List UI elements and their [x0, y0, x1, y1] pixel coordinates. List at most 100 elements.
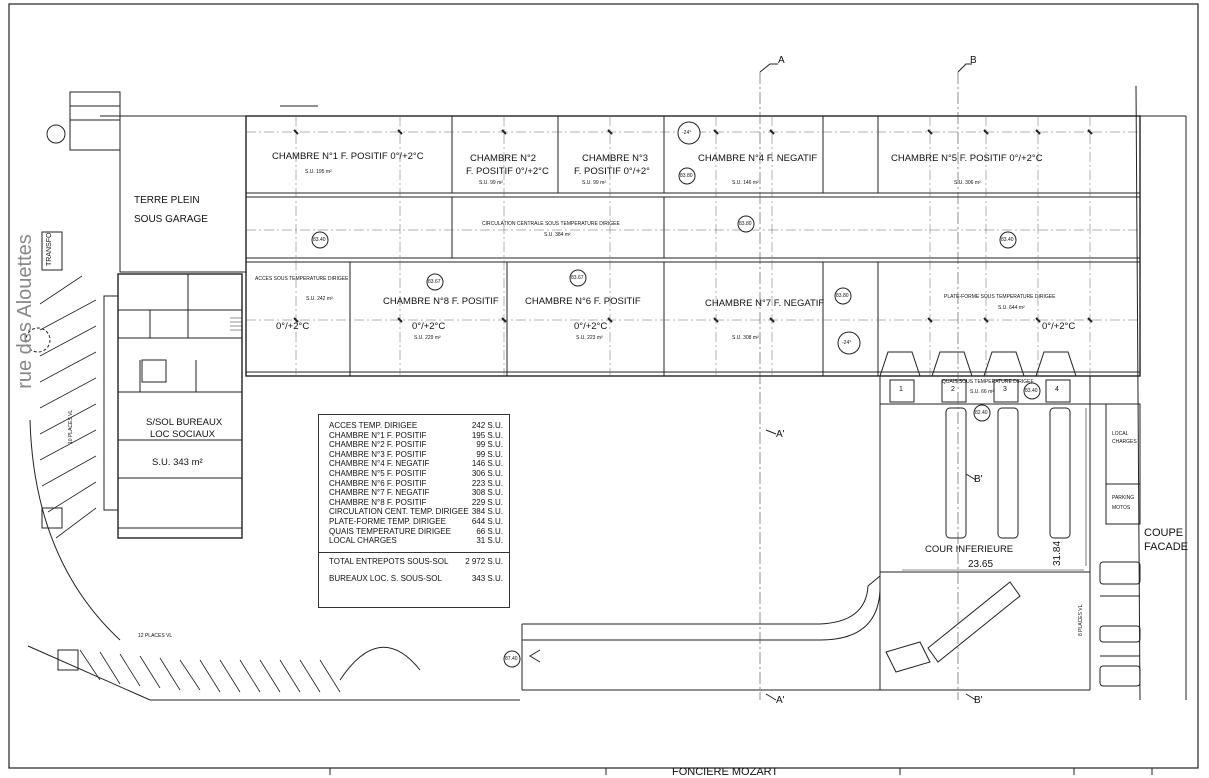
- dock-4: 4: [1055, 386, 1059, 393]
- badge-3: 83.80: [680, 173, 693, 179]
- summary-row-value: 31 S.U.: [476, 536, 503, 546]
- summary-row-label: CHAMBRE N°1 F. POSITIF: [329, 430, 427, 440]
- summary-row-label: CHAMBRE N°2 F. POSITIF: [329, 440, 427, 450]
- terre-plein-label-2: SOUS GARAGE: [134, 214, 208, 225]
- summary-bureaux-value: 343 S.U.: [471, 574, 503, 584]
- acces-temp: 0°/+2°C: [276, 321, 310, 332]
- summary-row: ACCES TEMP. DIRIGEE 242 S.U.: [319, 421, 509, 431]
- summary-row-label: CHAMBRE N°5 F. POSITIF: [329, 468, 427, 478]
- street-name: rue des Alouettes: [13, 234, 36, 389]
- dock-2: 2: [951, 386, 955, 393]
- room-ch3-name1: CHAMBRE N°3: [582, 153, 649, 164]
- summary-row: CHAMBRE N°1 F. POSITIF 195 S.U.: [319, 431, 509, 441]
- local-charges-1: LOCAL: [1112, 431, 1129, 437]
- badge-2: -24°: [842, 340, 852, 346]
- bureaux-name-1: S/SOL BUREAUX: [146, 417, 223, 428]
- summary-row-label: CHAMBRE N°7 F. NEGATIF: [329, 488, 430, 498]
- summary-row-label: QUAIS TEMPERATURE DIRIGEE: [329, 526, 451, 536]
- summary-row-label: CHAMBRE N°6 F. POSITIF: [329, 478, 427, 488]
- summary-row-label: CIRCULATION CENT. TEMP. DIRIGEE: [329, 507, 469, 517]
- badge-12: 87.40: [505, 656, 518, 662]
- summary-row-value: 99 S.U.: [476, 440, 503, 450]
- coupe-label: COUPE: [1144, 527, 1184, 539]
- quais-name: QUAIS SOUS TEMPERATURE DIRIGEE: [942, 379, 1034, 385]
- summary-row: CHAMBRE N°5 F. POSITIF 306 S.U.: [319, 469, 509, 479]
- circulation-name: CIRCULATION CENTRALE SOUS TEMPERATURE DI…: [482, 221, 620, 227]
- room-ch6-area: S.U. 223 m²: [576, 335, 603, 341]
- acces-name: ACCES SOUS TEMPERATURE DIRIGEE: [255, 276, 349, 282]
- plateforme-name: PLATE-FORME SOUS TEMPERATURE DIRIGEE: [944, 294, 1056, 300]
- parking-motos-2: MOTOS: [1112, 505, 1131, 511]
- summary-row-label: ACCES TEMP. DIRIGEE: [329, 421, 418, 430]
- room-ch5-name: CHAMBRE N°5 F. POSITIF 0°/+2°C: [891, 153, 1043, 164]
- section-b-bottom: B': [974, 695, 983, 706]
- badge-5: 83.67: [428, 279, 441, 285]
- room-ch1-area: S.U. 195 m²: [305, 169, 332, 175]
- summary-row: CHAMBRE N°2 F. POSITIF 99 S.U.: [319, 440, 509, 450]
- summary-row: PLATE-FORME TEMP. DIRIGEE 644 S.U.: [319, 517, 509, 527]
- badge-7: 83.80: [739, 221, 752, 227]
- summary-row-value: 66 S.U.: [476, 526, 503, 536]
- room-ch8-name: CHAMBRE N°8 F. POSITIF: [383, 296, 499, 307]
- badge-4: 83.40: [313, 237, 326, 243]
- badge-6: 83.67: [571, 275, 584, 281]
- circulation-area: S.U. 384 m²: [544, 232, 571, 238]
- plateforme-area: S.U. 644 m²: [998, 305, 1025, 311]
- plateforme-temp: 0°/+2°C: [1042, 321, 1076, 332]
- dock-3: 3: [1003, 386, 1007, 393]
- title-block-owner: FONCIERE MOZART: [672, 766, 779, 778]
- room-ch2-area: S.U. 99 m²: [479, 180, 503, 186]
- room-ch1-name: CHAMBRE N°1 F. POSITIF 0°/+2°C: [272, 151, 424, 162]
- room-ch7-name: CHAMBRE N°7 F. NEGATIF: [705, 298, 825, 309]
- section-a-mid: A': [776, 429, 785, 440]
- dock-1: 1: [899, 386, 903, 393]
- dimension-width: 23.65: [968, 559, 994, 570]
- summary-total-label: TOTAL ENTREPOTS SOUS-SOL: [329, 556, 449, 566]
- summary-row-label: CHAMBRE N°8 F. POSITIF: [329, 497, 427, 507]
- summary-row: LOCAL CHARGES 31 S.U.: [319, 536, 509, 546]
- room-ch8-area: S.U. 229 m²: [414, 335, 441, 341]
- room-ch4-area: S.U. 146 m²: [732, 180, 759, 186]
- summary-row-value: 306 S.U.: [471, 468, 503, 478]
- room-ch4-name: CHAMBRE N°4 F. NEGATIF: [698, 153, 818, 164]
- parking-right-label: 8 PLACES VL: [1078, 604, 1084, 636]
- bureaux-name-2: LOC SOCIAUX: [150, 429, 215, 440]
- summary-row-value: 644 S.U.: [471, 516, 503, 526]
- summary-row-value: 384 S.U.: [471, 507, 503, 517]
- summary-row-label: PLATE-FORME TEMP. DIRIGEE: [329, 516, 446, 526]
- room-ch6-temp: 0°/+2°C: [574, 321, 608, 332]
- summary-row: CHAMBRE N°8 F. POSITIF 229 S.U.: [319, 498, 509, 508]
- parking-motos-1: PARKING: [1112, 495, 1135, 501]
- terre-plein-label-1: TERRE PLEIN: [134, 195, 200, 206]
- summary-row-value: 242 S.U.: [471, 421, 503, 430]
- section-a-bottom: A': [776, 695, 785, 706]
- room-ch8-temp: 0°/+2°C: [412, 321, 446, 332]
- summary-row-label: CHAMBRE N°3 F. POSITIF: [329, 449, 427, 459]
- room-ch3-name2: F. POSITIF 0°/+2°: [574, 166, 650, 177]
- summary-total-value: 2 972 S.U.: [465, 556, 503, 566]
- summary-row-value: 229 S.U.: [471, 497, 503, 507]
- section-b-mid: B': [974, 474, 983, 485]
- badge-9: 83.80: [836, 293, 849, 299]
- section-a-top: A: [778, 55, 785, 66]
- local-charges-2: CHARGES: [1112, 439, 1137, 445]
- badge-1: -24°: [682, 130, 692, 136]
- acces-area: S.U. 242 m²: [306, 296, 333, 302]
- badge-11: 82.40: [975, 410, 988, 416]
- room-ch2-name2: F. POSITIF 0°/+2°C: [466, 166, 549, 177]
- summary-row-value: 146 S.U.: [471, 459, 503, 469]
- summary-row-label: LOCAL CHARGES: [329, 536, 397, 546]
- room-ch6-name: CHAMBRE N°6 F. POSITIF: [525, 296, 641, 307]
- badge-8: 83.40: [1001, 237, 1014, 243]
- room-ch7-area: S.U. 308 m²: [732, 335, 759, 341]
- facade-label: FACADE: [1144, 541, 1189, 553]
- summary-row-value: 195 S.U.: [471, 430, 503, 440]
- room-ch2-name1: CHAMBRE N°2: [470, 153, 537, 164]
- summary-bureaux-label: BUREAUX LOC. S. SOUS-SOL: [329, 574, 442, 584]
